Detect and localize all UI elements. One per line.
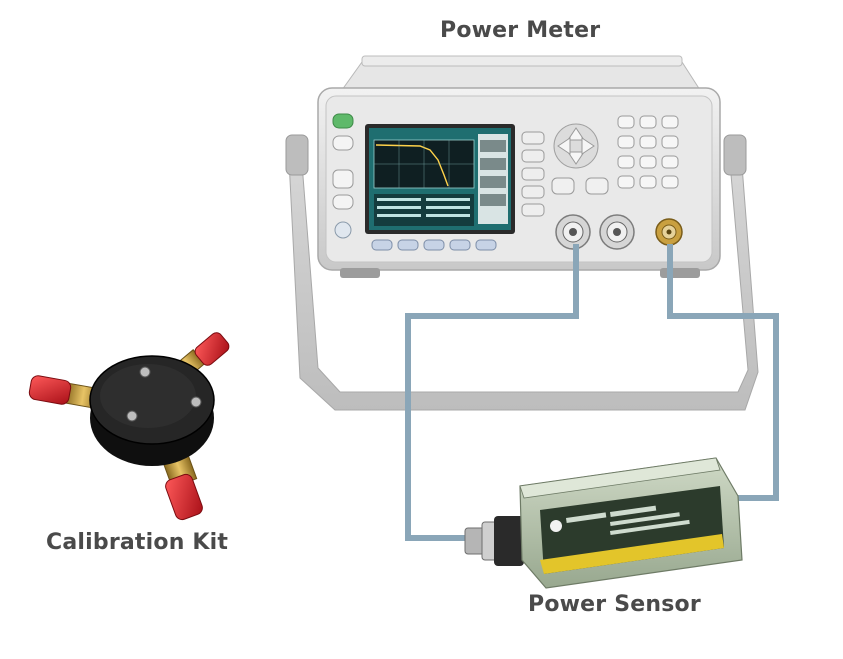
reference-output-connector[interactable]	[655, 218, 683, 246]
calibration-kit	[28, 332, 230, 521]
power-meter	[285, 55, 759, 411]
cal-kit-port-bottom	[160, 447, 203, 521]
cable-channel-a	[405, 244, 579, 541]
numeric-keypad[interactable]	[617, 115, 679, 189]
channel-a-connector[interactable]	[555, 214, 591, 250]
cable-reference	[667, 244, 779, 501]
meter-display	[365, 124, 515, 234]
frequency-button[interactable]	[332, 169, 354, 189]
navigation-pad[interactable]	[551, 123, 609, 195]
power-meter-label: Power Meter	[440, 18, 601, 43]
cal-button[interactable]	[332, 194, 354, 210]
cables	[405, 244, 779, 541]
power-sensor-label: Power Sensor	[528, 592, 701, 617]
channel-b-connector[interactable]	[599, 214, 635, 250]
calibration-kit-label: Calibration Kit	[46, 530, 229, 555]
usb-port	[334, 221, 352, 239]
meter-handle	[285, 134, 759, 411]
cal-kit-screws	[126, 366, 202, 422]
bottom-softkeys[interactable]	[371, 239, 497, 251]
power-button[interactable]	[332, 113, 354, 129]
preset-button[interactable]	[332, 135, 354, 151]
power-sensor	[464, 457, 743, 589]
side-softkeys[interactable]	[521, 131, 545, 217]
